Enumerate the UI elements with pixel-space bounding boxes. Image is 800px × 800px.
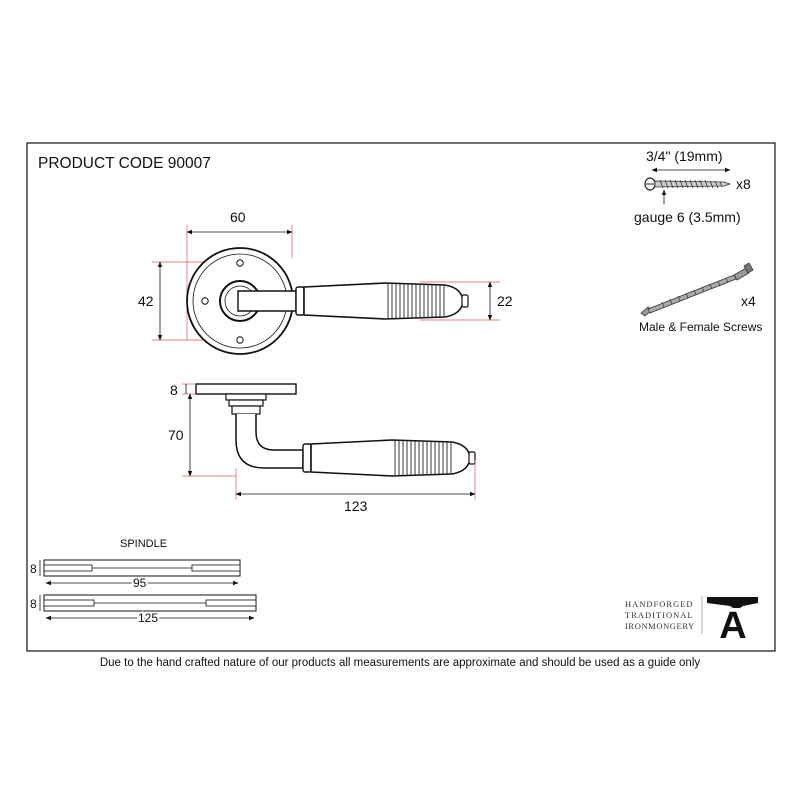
machine-screws-quantity: x4	[741, 293, 756, 309]
spindle-short	[39, 559, 241, 577]
wood-screw-icon	[644, 177, 732, 191]
brand-line-1: HANDFORGED	[625, 599, 694, 609]
wood-screw-length-label: 3/4" (19mm)	[646, 148, 723, 164]
wood-screw-quantity: x8	[736, 176, 751, 192]
spindle-title: SPINDLE	[120, 538, 167, 550]
lever-grip	[303, 282, 464, 320]
rose-height-label: 42	[138, 293, 154, 309]
rose-width-label: 60	[230, 209, 246, 225]
side-lever-neck	[235, 414, 304, 469]
projection-label: 70	[168, 427, 184, 443]
lever-neck	[237, 290, 297, 312]
machine-screws-label: Male & Female Screws	[639, 320, 762, 334]
machine-screws-icon	[640, 262, 754, 317]
drawing-frame	[26, 142, 776, 652]
side-lever-grip	[310, 439, 471, 477]
anvil-logo-icon: A	[707, 597, 758, 647]
wood-screw-group: 3/4" (19mm) x8 gauge 6 (3.5mm)	[634, 148, 751, 225]
grip-height-label: 22	[497, 293, 513, 309]
spindle-long-size: 8	[30, 597, 37, 611]
brand-logo-letter: A	[719, 605, 746, 647]
lever-length-label: 123	[344, 498, 368, 514]
spindle-long	[39, 594, 257, 612]
brand-line-2: TRADITIONAL	[625, 610, 694, 620]
handle-front-view: 60 42 22	[138, 209, 513, 355]
wood-screw-gauge-label: gauge 6 (3.5mm)	[634, 209, 741, 225]
spindle-long-length: 125	[138, 611, 158, 625]
side-rose-plate	[195, 383, 297, 395]
handle-side-view: 8 70 123	[168, 382, 476, 514]
spindle-short-size: 8	[30, 562, 37, 576]
rose-thickness-label: 8	[170, 382, 178, 398]
brand-block: HANDFORGED TRADITIONAL IRONMONGERY A	[625, 596, 758, 647]
spindle-short-length: 95	[133, 576, 147, 590]
machine-screws-group: x4 Male & Female Screws	[639, 262, 762, 334]
spindle-group: SPINDLE 8 95 8 125	[30, 538, 257, 627]
product-code: PRODUCT CODE 90007	[38, 155, 211, 172]
brand-line-3: IRONMONGERY	[625, 621, 695, 631]
disclaimer: Due to the hand crafted nature of our pr…	[99, 657, 701, 669]
